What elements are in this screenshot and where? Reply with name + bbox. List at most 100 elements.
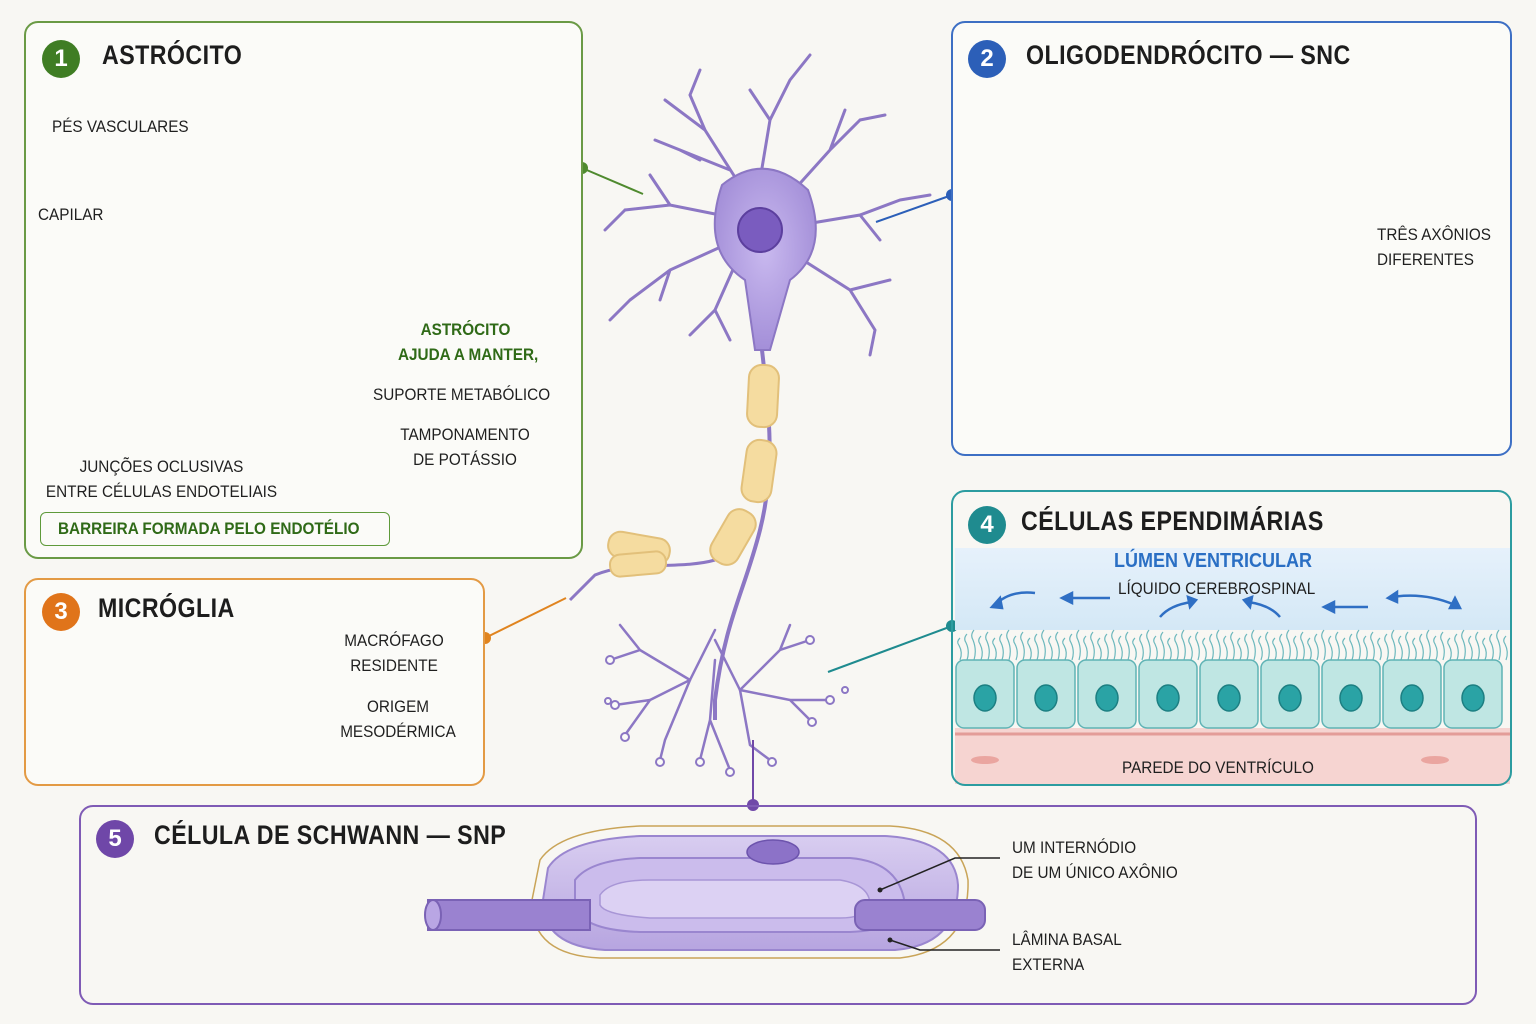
ependymal-nucleus — [1278, 684, 1302, 712]
cilium — [1034, 633, 1039, 661]
panel-title: CÉLULAS EPENDIMÁRIAS — [1021, 506, 1324, 536]
cilium — [1496, 629, 1501, 661]
internode-label: UM INTERNÓDIO DE UM ÚNICO AXÔNIO — [1012, 835, 1178, 885]
potassium-buffering-line2: DE POTÁSSIO — [413, 450, 517, 469]
metabolic-support-label: SUPORTE METABÓLICO — [373, 385, 551, 404]
resident-macrophage-line1: MACRÓFAGO — [344, 631, 444, 650]
cilium — [1265, 631, 1270, 661]
cilium — [1090, 631, 1095, 661]
cilium — [1083, 635, 1088, 661]
cilium — [1146, 629, 1151, 661]
three-axons-line2: DIFERENTES — [1377, 250, 1474, 269]
panel-number-badge: 3 — [42, 593, 80, 631]
panel-number-badge: 5 — [96, 820, 134, 858]
panel-oligodendrocyte — [951, 21, 1512, 456]
ependymal-nucleus — [1400, 684, 1424, 712]
cilium — [1419, 633, 1424, 661]
panel-title: CÉLULA DE SCHWANN — SNP — [154, 820, 507, 850]
cilium — [1279, 633, 1284, 661]
cilium — [1188, 635, 1193, 661]
barrier-box — [40, 512, 390, 546]
cilium — [1482, 637, 1487, 661]
ependymal-nucleus — [973, 684, 997, 712]
panel-title: MICRÓGLIA — [98, 593, 235, 623]
cilium — [1272, 637, 1277, 661]
three-axons-label: TRÊS AXÔNIOS DIFERENTES — [1377, 222, 1491, 272]
cilium — [1202, 637, 1207, 661]
cilium — [1167, 637, 1172, 661]
cilium — [1041, 629, 1046, 661]
cilium — [1314, 633, 1319, 661]
resident-macrophage-line2: RESIDENTE — [350, 656, 438, 675]
potassium-buffering-line1: TAMPONAMENTO — [400, 425, 530, 444]
astrocyte-helps-line1: ASTRÓCITO — [420, 320, 511, 339]
cilium — [992, 637, 997, 661]
panel-schwann — [79, 805, 1477, 1005]
cilium — [1118, 635, 1123, 661]
ependymal-nucleus — [1095, 684, 1119, 712]
cilium — [1258, 635, 1263, 661]
cilium — [1454, 633, 1459, 661]
panel-astrocyte — [24, 21, 583, 559]
cilium — [1209, 633, 1214, 661]
cilium — [1055, 631, 1060, 661]
barrier-label: BARREIRA FORMADA PELO ENDOTÉLIO — [58, 519, 360, 538]
cilium — [1489, 633, 1494, 661]
resident-macrophage-label: MACRÓFAGO RESIDENTE — [340, 628, 448, 678]
cilium — [1447, 637, 1452, 661]
basal-lamina-label: LÂMINA BASAL EXTERNA — [1012, 927, 1122, 977]
panel-microglia — [24, 578, 485, 786]
cilium — [1139, 633, 1144, 661]
ependymal-nucleus — [1156, 684, 1180, 712]
cilium — [1377, 637, 1382, 661]
capillary-label: CAPILAR — [38, 205, 104, 224]
cilium — [1363, 635, 1368, 661]
cilium — [1048, 635, 1053, 661]
cilium — [1398, 635, 1403, 661]
panel-number-badge: 1 — [42, 40, 80, 78]
panel-title: ASTRÓCITO — [102, 40, 243, 70]
ventricle-wall-label: PAREDE DO VENTRÍCULO — [1122, 758, 1314, 777]
cilium — [1356, 629, 1361, 661]
cilium — [985, 631, 990, 661]
ependymal-nucleus — [1217, 684, 1241, 712]
cilium — [1349, 633, 1354, 661]
cilium — [1230, 631, 1235, 661]
cilium — [1300, 631, 1305, 661]
panel-title: OLIGODENDRÓCITO — SNC — [1026, 40, 1351, 70]
tight-junctions-line1: JUNÇÕES OCLUSIVAS — [79, 457, 244, 476]
cilium — [1328, 635, 1333, 661]
cilium — [1321, 629, 1326, 661]
potassium-buffering-label: TAMPONAMENTO DE POTÁSSIO — [393, 422, 537, 472]
ependymal-nucleus — [1339, 684, 1363, 712]
cilium — [1062, 637, 1067, 661]
cilium — [1013, 635, 1018, 661]
cilium — [1440, 631, 1445, 661]
cilium — [1195, 631, 1200, 661]
astrocyte-helps-label: ASTRÓCITO AJUDA A MANTER, — [398, 317, 538, 367]
cilium — [1020, 631, 1025, 661]
cilium — [1391, 629, 1396, 661]
ependymal-nucleus — [1034, 684, 1058, 712]
cilium — [1426, 629, 1431, 661]
panel-number-badge: 2 — [968, 40, 1006, 78]
central-neuron — [603, 53, 932, 357]
cilium — [1475, 631, 1480, 661]
tight-junctions-label: JUNÇÕES OCLUSIVAS ENTRE CÉLULAS ENDOTELI… — [40, 454, 283, 504]
vascular-feet-label: PÉS VASCULARES — [52, 117, 189, 136]
cilium — [1293, 635, 1298, 661]
cilium — [1153, 635, 1158, 661]
ventricular-lumen-label: LÚMEN VENTRICULAR — [1114, 550, 1312, 572]
cilium — [999, 633, 1004, 661]
cilium — [1433, 635, 1438, 661]
cilium — [1503, 635, 1508, 661]
ependymal-nucleus — [1461, 684, 1485, 712]
cilium — [1097, 637, 1102, 661]
cilium — [1111, 629, 1116, 661]
cilium — [1160, 631, 1165, 661]
cilium — [1181, 629, 1186, 661]
cilium — [957, 637, 962, 661]
cilium — [1370, 631, 1375, 661]
cilium — [1307, 637, 1312, 661]
cilium — [1027, 637, 1032, 661]
